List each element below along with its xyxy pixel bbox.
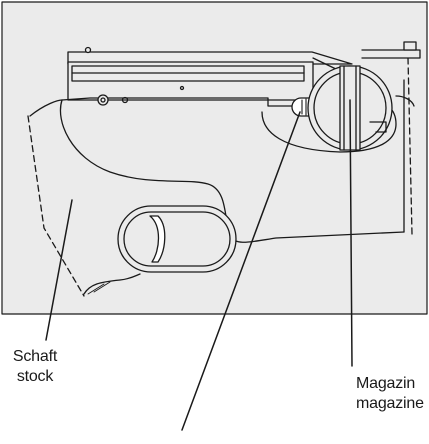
magazine-leader-line: [349, 99, 353, 367]
bolt-screws: [97, 85, 185, 106]
magazine-label-german: Magazin: [356, 375, 416, 392]
stock-lower-edge: [83, 273, 141, 295]
stock-label-german: Schaft: [12, 348, 58, 365]
stock-callout: Schaft stock: [4, 347, 66, 387]
magazine-label-english: magazine: [356, 395, 424, 412]
magazine-callout: Magazin magazine: [356, 374, 429, 414]
trigger-guard: [117, 205, 237, 273]
stock-leader-line: [45, 199, 73, 341]
receiver-body: [67, 46, 353, 101]
stock-cut-line: [27, 115, 85, 297]
stock-hatch: [87, 281, 111, 295]
release-button-leader-line: [181, 111, 301, 431]
stock-label-english: stock: [16, 368, 54, 385]
